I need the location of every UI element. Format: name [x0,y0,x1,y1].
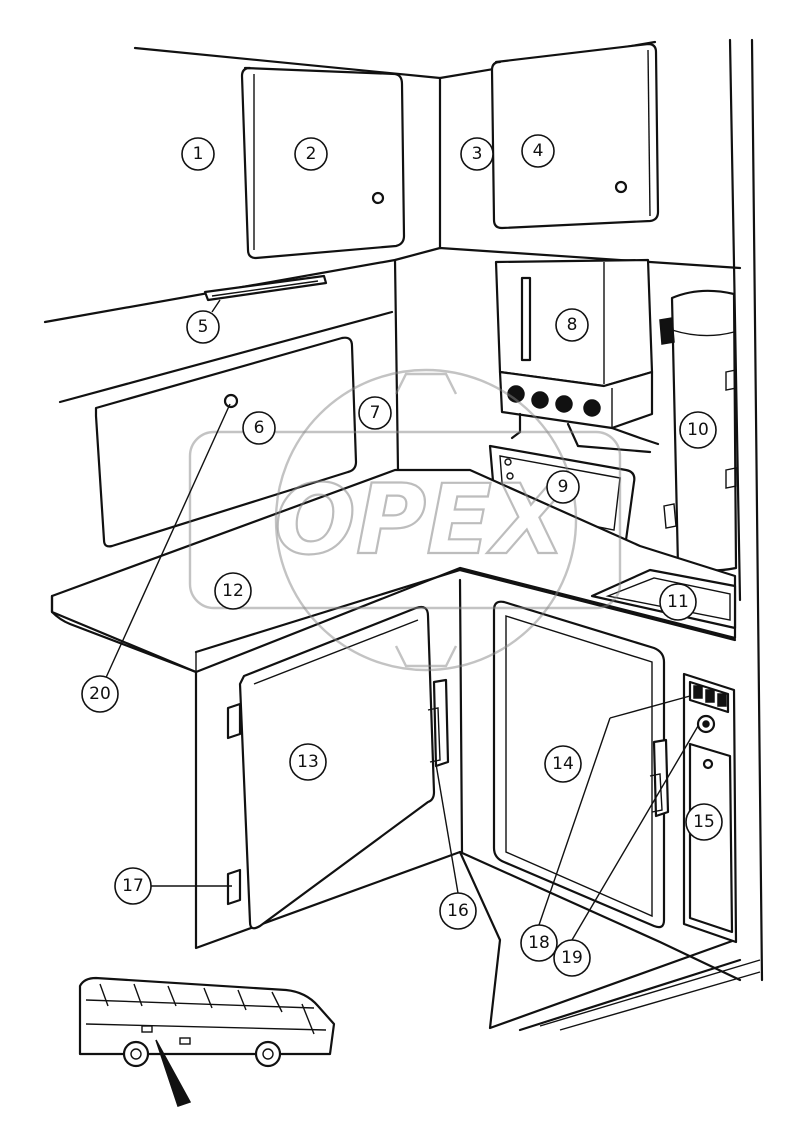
callout-6: 6 [242,411,276,445]
callout-7: 7 [358,396,392,430]
svg-text:19: 19 [561,948,583,968]
svg-text:18: 18 [528,933,550,953]
under-cabinet-light [203,274,328,302]
watermark-text: OPEX [274,464,570,576]
callout-9: 9 [546,470,580,504]
svg-text:2: 2 [306,144,317,164]
svg-text:20: 20 [89,684,111,704]
panel-knob-icon [223,393,239,409]
callout-20: 20 [81,675,119,713]
fold-down-panel [94,336,358,548]
svg-text:4: 4 [533,141,544,161]
svg-text:3: 3 [472,144,483,164]
callout-5: 5 [186,310,220,344]
watermark: OPEX [188,368,622,672]
callout-4: 4 [521,134,555,168]
callout-2: 2 [294,137,328,171]
callout-16: 16 [439,892,477,930]
bus-thumbnail [78,976,336,1107]
callout-18: 18 [520,924,558,962]
svg-text:9: 9 [558,477,569,497]
callout-1: 1 [181,137,215,171]
svg-text:12: 12 [222,581,244,601]
cabinet-knob-icon [614,180,628,194]
svg-text:14: 14 [552,754,574,774]
callout-3: 3 [460,137,494,171]
svg-text:11: 11 [667,592,689,612]
location-arrow-icon [155,1039,192,1107]
cabinet-door-left [226,605,450,930]
svg-text:16: 16 [447,901,469,921]
svg-text:6: 6 [254,418,265,438]
leader-lines [103,299,699,941]
lower-cabinets [194,578,761,1032]
svg-text:7: 7 [370,403,381,423]
callout-8: 8 [555,308,589,342]
svg-text:10: 10 [687,420,709,440]
svg-text:15: 15 [693,812,715,832]
boiler-unit [494,258,660,454]
upper-cabinet-right [490,42,660,230]
callout-10: 10 [679,411,717,449]
callout-15: 15 [685,803,723,841]
cabinet-knob-icon [371,191,385,205]
callout-12: 12 [214,572,252,610]
callout-19: 19 [553,939,591,977]
svg-text:5: 5 [198,317,209,337]
svg-text:8: 8 [567,315,578,335]
callout-11: 11 [659,583,697,621]
svg-text:1: 1 [193,144,204,164]
svg-text:17: 17 [122,876,144,896]
callout-14: 14 [544,745,582,783]
callouts: 1 2 3 4 5 6 7 8 9 10 11 12 13 14 15 16 1… [81,134,723,977]
callout-17: 17 [114,867,152,905]
callout-13: 13 [289,743,327,781]
svg-text:13: 13 [297,752,319,772]
